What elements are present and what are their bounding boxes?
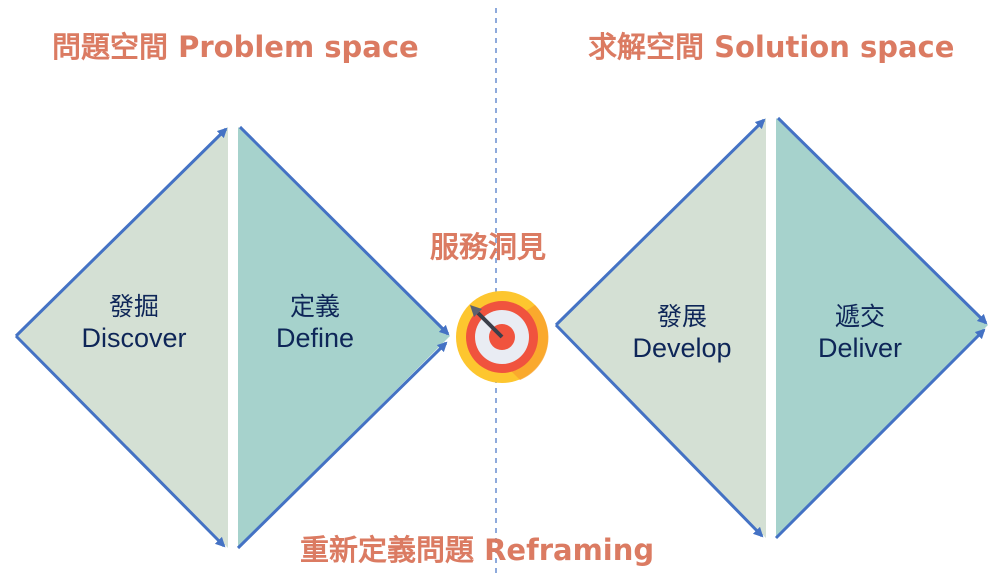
define-area (238, 127, 450, 548)
phase-zh-label: 遞交 (834, 302, 885, 331)
arrow-discover-down (14, 334, 226, 548)
phase-zh-label: 定義 (289, 292, 341, 321)
develop-area (556, 118, 766, 538)
phase-en-label: Discover (81, 323, 187, 353)
service-insight-heading: 服務洞見 (430, 230, 547, 264)
arrow-deliver-up (774, 328, 986, 540)
phase-discover: 發掘 Discover (81, 292, 186, 354)
target-icon (456, 291, 549, 383)
phase-define: 定義 Define (276, 292, 354, 354)
phase-develop: 發展 Develop (632, 302, 731, 364)
reframing-heading: 重新定義問題 Reframing (300, 533, 655, 567)
discover-area (16, 127, 228, 548)
phase-en-label: Deliver (817, 333, 903, 363)
phase-en-label: Define (275, 323, 355, 353)
arrow-develop-down (554, 323, 764, 538)
phase-deliver: 遞交 Deliver (818, 302, 902, 364)
deliver-area (776, 118, 988, 538)
phase-zh-label: 發掘 (108, 292, 159, 321)
solution-space-heading: 求解空間 Solution space (588, 30, 955, 64)
phase-en-label: Develop (632, 333, 732, 363)
arrow-define-up (236, 341, 448, 550)
arrow-develop-up (554, 118, 766, 327)
arrow-discover-up (14, 127, 228, 338)
problem-space-heading: 問題空間 Problem space (52, 30, 419, 64)
arrow-define-down (238, 125, 450, 336)
phase-zh-label: 發展 (656, 302, 707, 331)
arrow-deliver-down (776, 116, 988, 325)
